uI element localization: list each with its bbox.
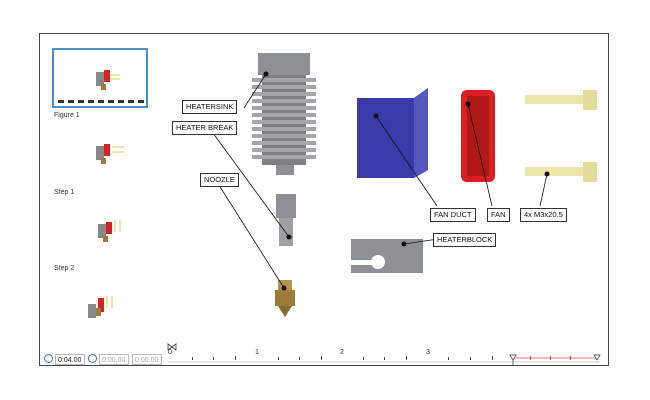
fan-part — [461, 90, 495, 182]
thumbnail-label: Figure 1 — [54, 112, 80, 119]
end-time-field[interactable]: 0:00.00 — [132, 354, 162, 365]
timeline-tick-label: 1 — [255, 349, 259, 356]
thumbnail-step-2[interactable] — [52, 202, 148, 262]
thumbnail-step-1[interactable] — [52, 124, 148, 184]
heatsink-part — [252, 53, 316, 175]
heater-break-part — [276, 194, 296, 246]
clock-icon — [88, 354, 97, 363]
timeline-tick-label: 0 — [168, 349, 172, 356]
callout-heater-break: HEATER BREAK — [172, 121, 238, 135]
heaterblock-part — [351, 239, 423, 273]
timeline-track[interactable] — [40, 342, 609, 366]
nozzle-part — [275, 280, 295, 317]
clock-icon — [44, 354, 53, 363]
assembly-thumbnail-icon — [98, 220, 121, 242]
timeline-tick-label: 2 — [340, 349, 344, 356]
callout-screws: 4x M3x20.5 — [520, 208, 567, 222]
start-time-field[interactable]: 0:00.00 — [99, 354, 129, 365]
assembly-thumbnail-icon — [88, 296, 113, 318]
thumbnail-figure-1[interactable] — [52, 48, 148, 108]
callout-fan: FAN — [487, 208, 510, 222]
exploded-view-canvas[interactable] — [40, 34, 609, 366]
fan-duct-part — [357, 88, 428, 178]
callout-fan-duct: FAN DUCT — [430, 208, 476, 222]
callout-heaterblock: HEATERBLOCK — [433, 233, 497, 247]
assembly-thumbnail-icon — [96, 144, 124, 164]
thumbnail-label: Step 1 — [54, 189, 75, 196]
screw-part — [525, 162, 597, 182]
timeline-tick-label: 3 — [426, 349, 430, 356]
thumbnail-step-3[interactable] — [52, 278, 148, 338]
thumbnail-label: Step 2 — [54, 265, 75, 272]
screw-part — [525, 90, 597, 110]
callout-noozle: NOOZLE — [200, 173, 239, 187]
animation-timeline: 0:04.00 0:00.00 0:00.00 — [40, 342, 609, 366]
callout-heatersink: HEATERSINK — [182, 100, 238, 114]
assembly-thumbnail-icon — [58, 70, 144, 103]
playhead-marker-icon — [167, 343, 177, 351]
app-window: Figure 1 Step 1 Step 2 — [39, 33, 609, 366]
current-time-field[interactable]: 0:04.00 — [55, 354, 85, 365]
